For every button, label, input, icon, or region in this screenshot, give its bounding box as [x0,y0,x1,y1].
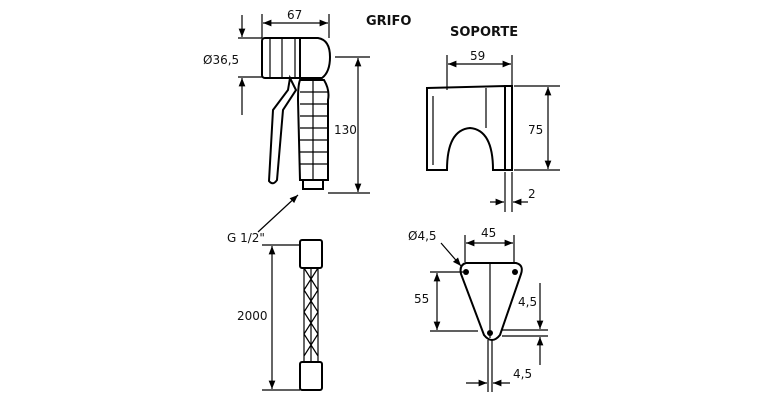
hose-drawing [299,239,323,391]
soporte-width-label: 59 [470,49,485,63]
title-grifo: GRIFO [366,14,411,29]
hose-length-label: 2000 [237,309,268,323]
plate-hole-diameter-label: Ø4,5 [408,229,437,243]
soporte-thickness-label: 2 [528,187,536,201]
soporte-height-label: 75 [528,123,543,137]
plate-hole-spacing-label: 45 [481,226,496,240]
grifo-drawing [261,37,332,190]
thread-label: G 1/2" [227,231,265,245]
title-soporte: SOPORTE [450,25,518,40]
plate-height-label: 55 [414,292,429,306]
plate-vertical-offset-label: 4,5 [518,295,537,309]
plate-drawing [459,262,523,341]
grifo-width-label: 67 [287,8,302,22]
soporte-drawing [426,84,513,171]
grifo-diameter-label: Ø36,5 [203,53,239,67]
grifo-height-label: 130 [334,123,357,137]
plate-horizontal-offset-label: 4,5 [513,367,532,381]
